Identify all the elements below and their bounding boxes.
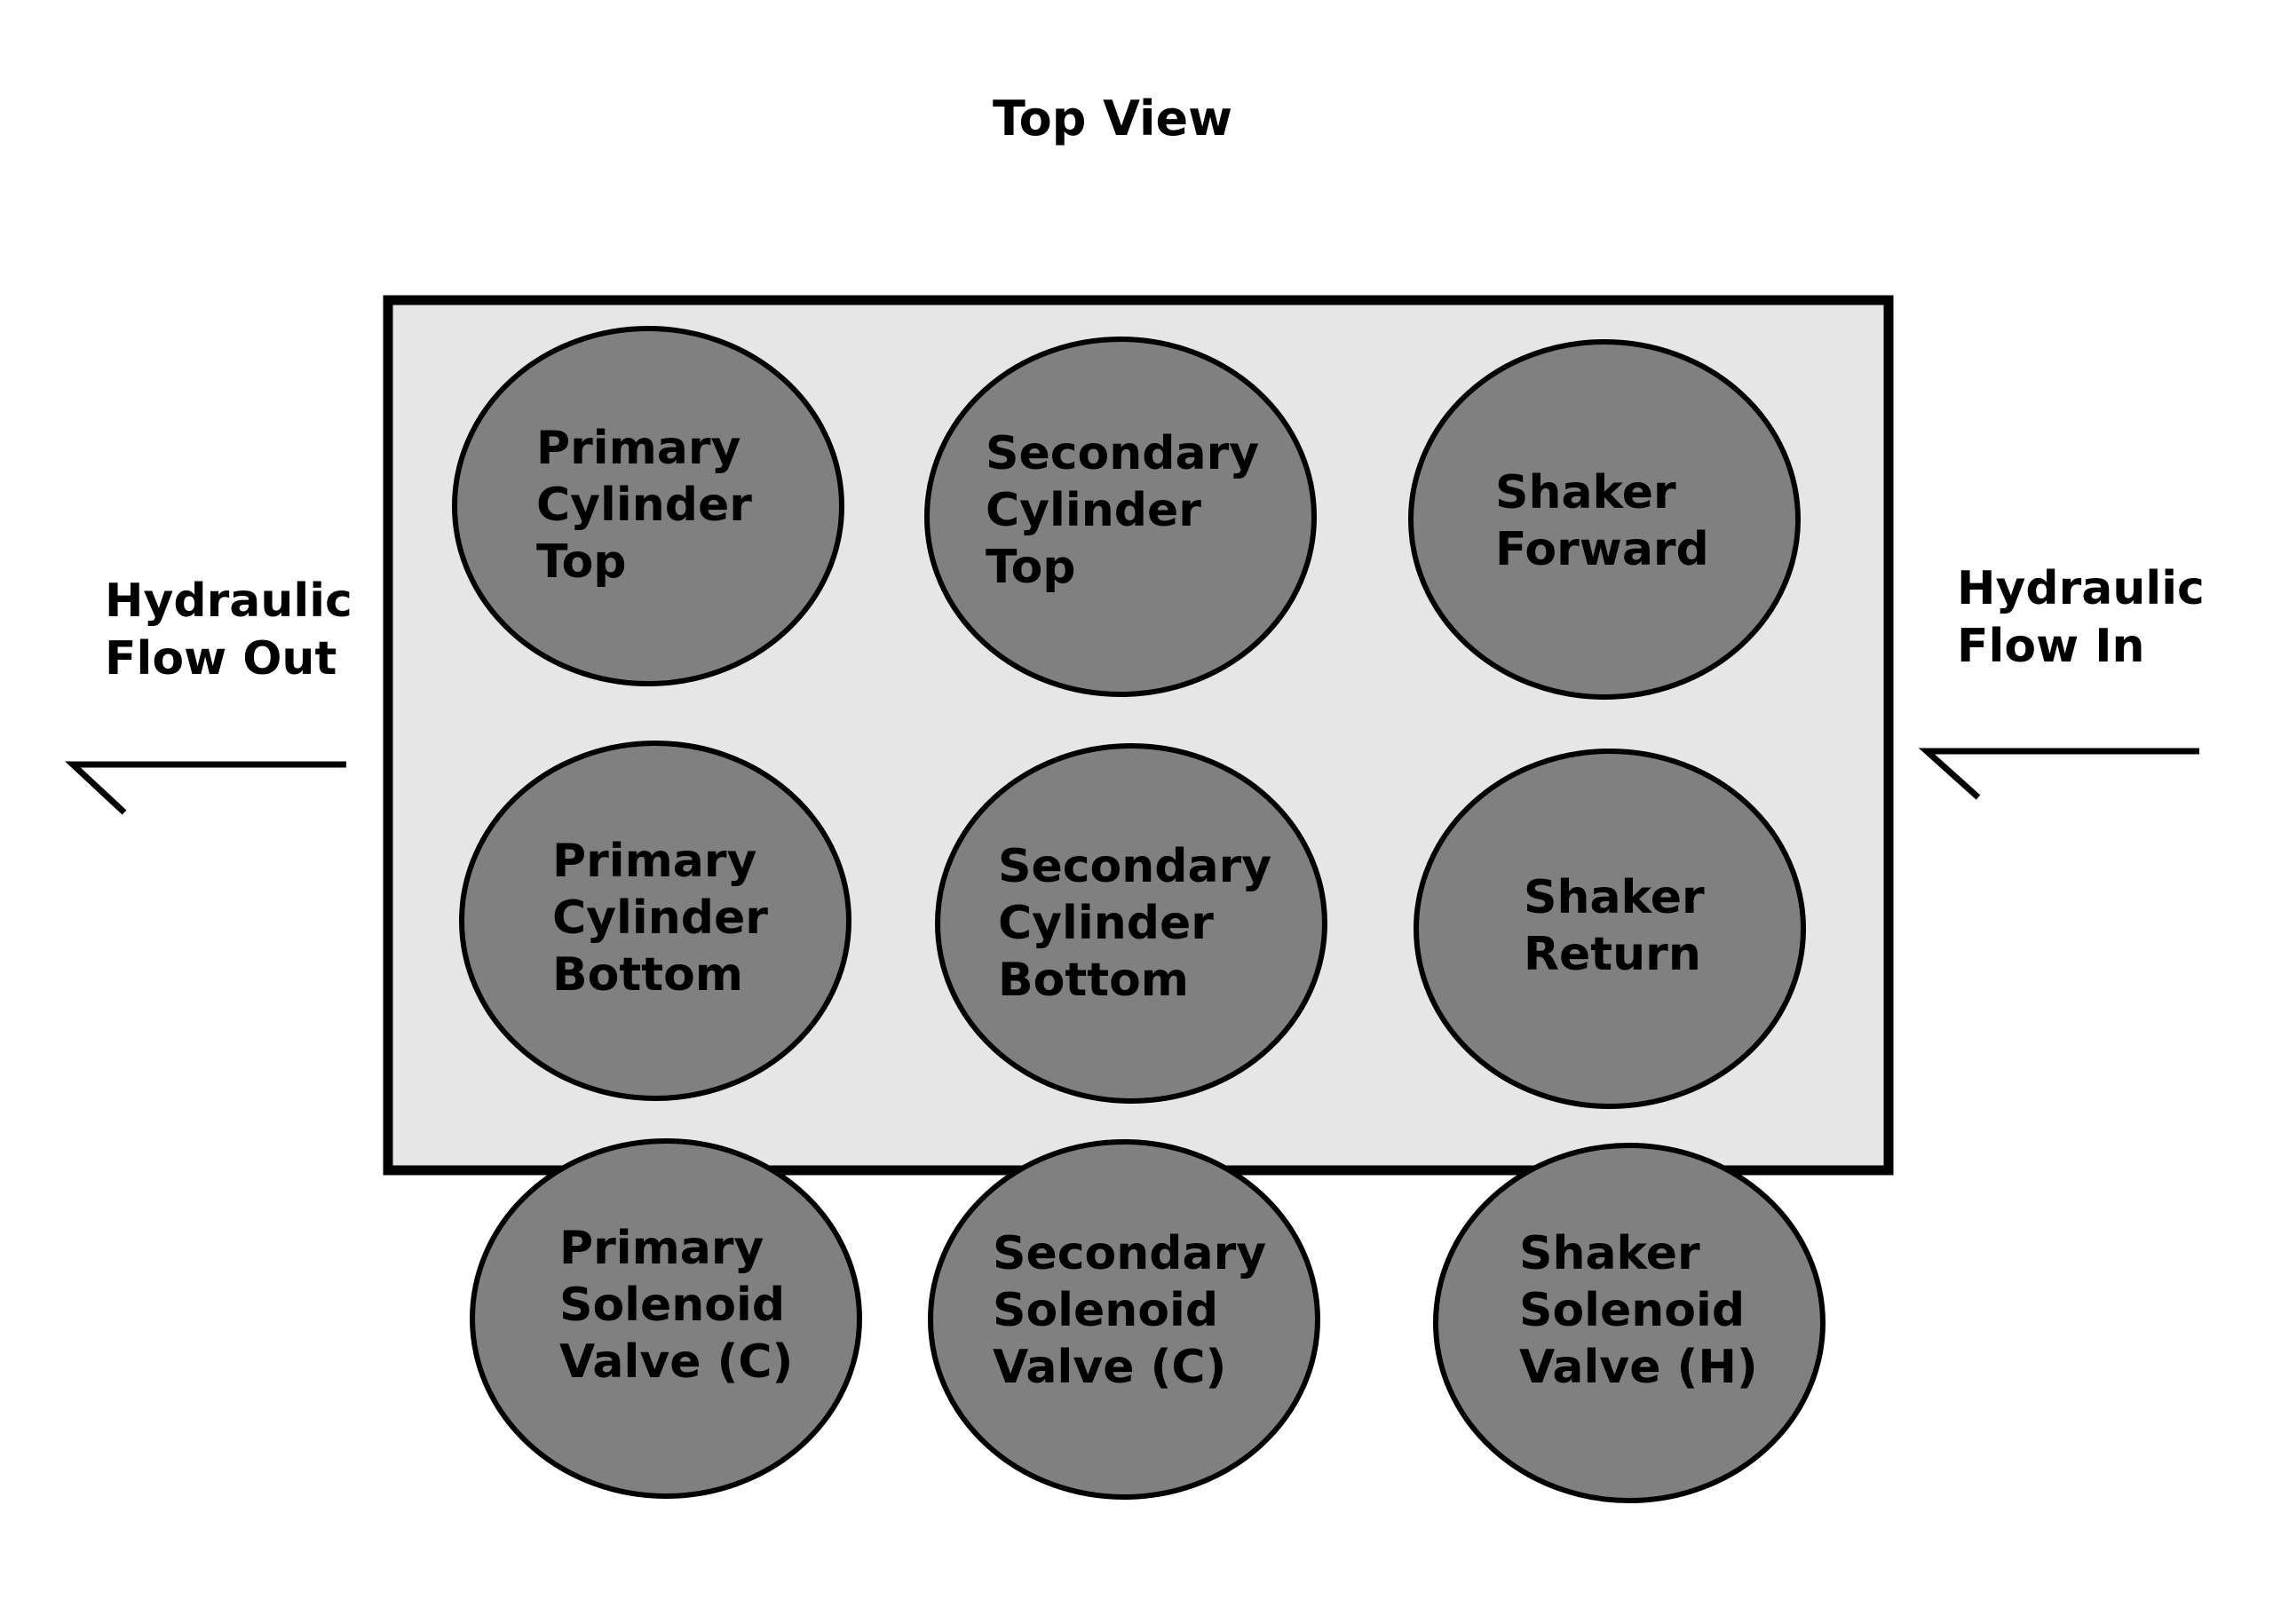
port-label: Secondary Cylinder Bottom (998, 840, 1287, 1007)
flow-out-arrow (65, 761, 346, 815)
port-label: Shaker Return (1524, 871, 1721, 981)
port-circle (470, 1138, 862, 1499)
port-label-line: Shaker (1524, 871, 1705, 924)
port-label: Secondary Solenoid Valve (C) (993, 1227, 1282, 1394)
port-label: Shaker Solenoid Valve (H) (1519, 1227, 1761, 1394)
port-label: Primary Cylinder Bottom (552, 835, 784, 1002)
port-label-line: Solenoid (1519, 1284, 1745, 1337)
port-circle (1414, 749, 1806, 1109)
port-label-line: Forward (1495, 523, 1709, 576)
component-shaker-forward: Shaker Forward (1408, 339, 1801, 700)
port-label-line: Secondary (998, 840, 1271, 893)
flow-in-label-line-2: Flow In (1957, 620, 2145, 673)
port-circle (1408, 339, 1801, 700)
port-circle (1433, 1143, 1826, 1503)
flow-in-arrow (1918, 748, 2199, 800)
diagram-title: Top View (993, 91, 1232, 147)
port-label-line: Solenoid (559, 1279, 785, 1332)
port-circle (924, 337, 1317, 697)
port-label-line: Top (536, 535, 627, 589)
port-label-line: Valve (C) (993, 1341, 1226, 1394)
component-primary-cylinder-bottom: Primary Cylinder Bottom (459, 741, 851, 1101)
port-label-line: Primary (552, 835, 756, 888)
component-secondary-cylinder-top: Secondary Cylinder Top (924, 337, 1317, 697)
component-shaker-solenoid-valve: Shaker Solenoid Valve (H) (1433, 1143, 1826, 1503)
flow-in-label-line-1: Hydraulic (1957, 562, 2205, 615)
port-label-line: Secondary (993, 1227, 1266, 1280)
port-label-line: Top (986, 541, 1076, 594)
port-label: Shaker Forward (1495, 466, 1709, 576)
port-label-line: Cylinder (536, 479, 752, 532)
port-label-line: Primary (559, 1222, 764, 1275)
port-label-line: Shaker (1519, 1227, 1700, 1280)
port-label-line: Cylinder (552, 891, 768, 945)
flow-out-arrow-line (65, 761, 346, 815)
component-secondary-cylinder-bottom: Secondary Cylinder Bottom (935, 743, 1327, 1104)
port-circle (928, 1139, 1320, 1500)
component-primary-cylinder-top: Primary Cylinder Top (452, 326, 844, 686)
port-label-line: Shaker (1495, 466, 1676, 519)
port-label-line: Cylinder (998, 897, 1214, 950)
port-label: Primary Solenoid Valve (C) (559, 1222, 801, 1389)
component-shaker-return: Shaker Return (1414, 749, 1806, 1109)
port-circle (452, 326, 844, 686)
flow-out-label: Hydraulic Flow Out (105, 574, 368, 685)
component-primary-solenoid-valve: Primary Solenoid Valve (C) (470, 1138, 862, 1499)
flow-out-label-line-2: Flow Out (105, 632, 337, 685)
port-label-line: Bottom (552, 948, 743, 1002)
flow-in-arrow-line (1918, 748, 2199, 800)
port-label-line: Return (1524, 928, 1701, 981)
flow-in-label: Hydraulic Flow In (1957, 562, 2221, 673)
port-label-line: Primary (536, 422, 741, 475)
flow-out-label-line-1: Hydraulic (105, 574, 352, 628)
port-label-line: Valve (H) (1519, 1341, 1758, 1394)
port-circle (459, 741, 851, 1101)
port-label-line: Bottom (998, 954, 1189, 1007)
port-label-line: Cylinder (986, 484, 1201, 537)
port-circle (935, 743, 1327, 1104)
port-label: Secondary Cylinder Top (986, 427, 1275, 594)
port-label-line: Solenoid (993, 1284, 1218, 1337)
port-label-line: Secondary (986, 427, 1259, 480)
port-label-line: Valve (C) (559, 1335, 793, 1389)
port-label: Primary Cylinder Top (536, 422, 768, 589)
component-secondary-solenoid-valve: Secondary Solenoid Valve (C) (928, 1139, 1320, 1500)
